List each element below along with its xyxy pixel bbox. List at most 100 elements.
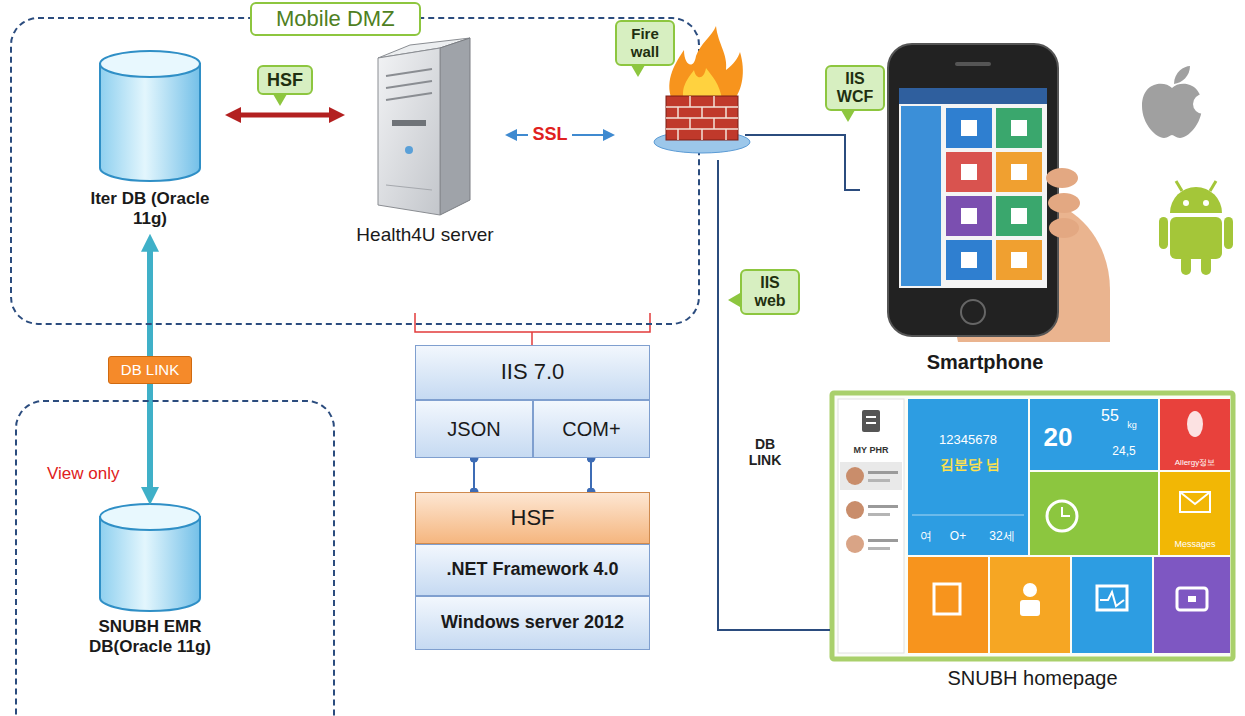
stack-layer: HSF <box>415 492 650 544</box>
screen-text: 24,5 <box>1112 445 1135 459</box>
smartphone-picture <box>1049 218 1079 238</box>
smartphone-picture <box>1011 252 1027 268</box>
smartphone-picture <box>996 196 1042 236</box>
smartphone-picture <box>961 164 977 180</box>
screen-text: 32세 <box>989 530 1014 544</box>
smartphone-picture <box>1011 208 1027 224</box>
smartphone-picture <box>901 106 941 286</box>
homepage-screenshot <box>1160 472 1230 555</box>
homepage-node: SNUBH homepage <box>830 390 1235 694</box>
label-holder: SSL <box>528 123 571 147</box>
homepage-screenshot <box>868 505 898 508</box>
label-holder: MY PHR <box>854 439 889 457</box>
stack-layer: IIS 7.0 <box>415 345 650 400</box>
layer-name: Windows server 2012 <box>441 612 624 634</box>
homepage-screenshot <box>868 547 890 550</box>
homepage-screenshot <box>912 515 1024 516</box>
database-cylinder <box>100 517 200 611</box>
firewall-icon <box>666 96 738 140</box>
android-logo <box>1176 181 1182 191</box>
homepage-screenshot <box>1030 472 1158 555</box>
server-tower <box>386 81 432 88</box>
homepage-screenshot <box>866 422 876 424</box>
screen-text: 김분당 님 <box>940 456 1000 472</box>
android-logo <box>1159 217 1168 249</box>
homepage-screenshot <box>846 501 864 519</box>
connector <box>473 458 475 492</box>
label-holder: 김분당 님 <box>940 455 1000 473</box>
android-logo <box>1203 200 1209 206</box>
firewall-icon <box>677 129 679 140</box>
smartphone-picture <box>888 44 1058 336</box>
homepage-screenshot <box>838 399 904 653</box>
homepage-screenshot <box>832 393 1233 659</box>
screen-text: MY PHR <box>854 445 889 455</box>
firewall-icon <box>654 26 750 153</box>
android-logo <box>1183 200 1189 206</box>
homepage-screenshot <box>868 513 890 516</box>
callout-label: IIS web <box>740 269 800 316</box>
homepage-screenshot <box>868 471 898 474</box>
homepage-screenshot <box>1020 600 1040 616</box>
screen-text: 55 <box>1101 407 1119 425</box>
screen-text: 12345678 <box>939 433 997 448</box>
database-name: SNUBH EMR DB(Oracle 11g) <box>75 617 225 658</box>
homepage-screenshot <box>990 557 1070 653</box>
homepage-screenshot <box>1023 583 1037 597</box>
connector <box>233 113 337 118</box>
server-tower <box>386 185 432 190</box>
smartphone-picture <box>961 300 985 324</box>
firewall-icon <box>666 96 738 140</box>
smartphone-picture <box>961 252 977 268</box>
screen-text: kg <box>1127 420 1137 430</box>
homepage-screenshot <box>1188 596 1196 602</box>
database-cylinder <box>100 504 200 530</box>
label-holder: IIS web <box>740 269 800 316</box>
label-holder: 20 <box>1044 423 1073 453</box>
server-name: Health4U server <box>356 224 493 247</box>
stack-layer: Windows server 2012 <box>415 596 650 650</box>
smartphone-picture <box>946 196 992 236</box>
homepage-screenshot <box>1180 492 1210 512</box>
connector <box>745 135 860 190</box>
firewall-icon <box>683 68 722 100</box>
stack-layer: COM+ <box>533 400 650 458</box>
firewall-icon <box>701 129 703 140</box>
callout-label: IIS WCF <box>825 65 885 112</box>
device-name: Smartphone <box>927 350 1044 374</box>
firewall-icon <box>713 118 715 129</box>
firewall-icon <box>689 118 691 129</box>
label-holder: 여 <box>920 526 932 544</box>
database-cylinder <box>100 504 200 611</box>
homepage-screenshot <box>908 399 1028 555</box>
layer-name: COM+ <box>562 417 620 441</box>
smartphone-picture <box>996 108 1042 148</box>
stack-bracket <box>531 332 533 345</box>
label-holder: 55 <box>1101 407 1119 425</box>
database-name: Iter DB (Oracle 11g) <box>90 189 210 230</box>
layer-name: IIS 7.0 <box>501 359 565 385</box>
firewall-icon <box>689 96 691 107</box>
database-node: SNUBH EMR DB(Oracle 11g) <box>55 505 245 662</box>
access-note: View only <box>47 464 119 484</box>
firewall-icon <box>713 96 715 107</box>
smartphone-picture <box>955 62 991 66</box>
android-logo <box>1210 181 1216 191</box>
server-tower <box>392 120 426 126</box>
homepage-screenshot <box>1160 399 1230 470</box>
homepage-screenshot <box>1180 492 1210 504</box>
link-note: DB LINK <box>741 435 789 469</box>
firewall-icon <box>677 107 679 118</box>
android-logo <box>1181 255 1191 275</box>
homepage-screenshot <box>832 393 1233 659</box>
screen-text: 여 <box>920 530 932 544</box>
smartphone-picture <box>899 88 1047 288</box>
smartphone-picture <box>946 240 992 280</box>
homepage-screenshot <box>846 535 864 553</box>
homepage-screenshot <box>1072 557 1152 653</box>
server-tower <box>378 38 470 215</box>
apple-logo <box>1142 66 1213 138</box>
label-holder: 24,5 <box>1112 441 1135 459</box>
label-holder: IIS WCF <box>825 65 885 112</box>
homepage-screenshot <box>866 416 876 418</box>
